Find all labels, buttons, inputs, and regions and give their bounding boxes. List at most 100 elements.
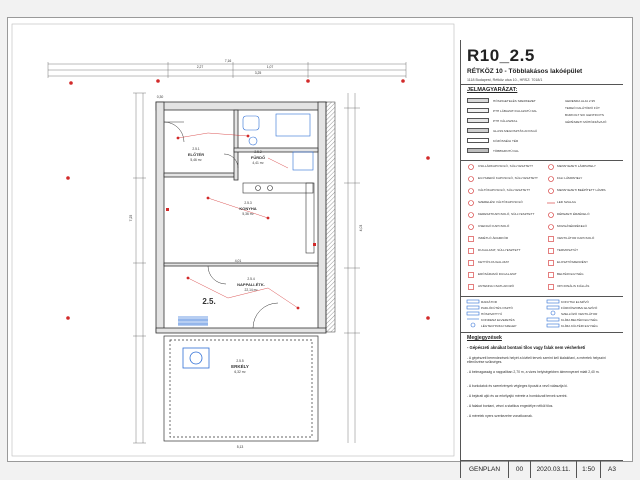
tb-company: GENPLAN xyxy=(461,461,509,478)
outer-walls xyxy=(155,101,327,334)
mech-item: KLÍMA KÜLTÉRI EGYSÉG xyxy=(561,324,598,328)
right-legend-item: GERENDA ALJA 2.95 xyxy=(565,99,595,103)
note-item: - A méretek nyers szerkezetre vonatkozna… xyxy=(467,414,533,418)
elec-item: ANTENNA CSATLAKOZÓ xyxy=(478,284,515,288)
elec-item: BELTÉRI EGYSÉG xyxy=(557,272,584,276)
balcony-ac-unit xyxy=(182,347,210,369)
dimension-texts: 7,16 2,27 1,07 3,25 4,01 7,25 4,03 5,13 … xyxy=(129,59,363,449)
swatch-partition xyxy=(467,118,489,123)
right-dimension-lines xyxy=(344,93,360,443)
material-label: PTH LÁBAZATI FALAZATÚ FAL xyxy=(493,109,538,113)
room-3-name: KONYHA xyxy=(239,206,256,211)
right-legend-item: BURKOLT SIK GENTIKOTS xyxy=(565,113,604,117)
elec-item: ELOSZTÓSZEKRÉNY xyxy=(557,260,589,264)
dim-left-height: 7,25 xyxy=(129,215,133,222)
room-labels: 2.5.1 ELŐTÉR 5,46 m² 2.5.2 FÜRDŐ 4,41 m²… xyxy=(188,147,265,374)
elec-item: LED SZALAG xyxy=(557,200,577,204)
top-dimension-lines xyxy=(47,62,407,78)
project-name: RÉTKÖZ 10 - Többlakásos lakóépület xyxy=(467,68,583,75)
material-label: HŐSZIGETELÉS SZERKEZET xyxy=(493,99,536,103)
room-4-name: NAPPALI-ÉTK. xyxy=(237,282,265,287)
room-1-name: ELŐTÉR xyxy=(188,152,204,157)
elec-item: MOZGÁSÉRZÉKELŐ xyxy=(557,224,587,228)
dim-living-width: 4,01 xyxy=(235,259,242,263)
room-2-name: FÜRDŐ xyxy=(251,155,265,160)
swatch-common xyxy=(467,138,489,143)
room-2-area: 4,41 m² xyxy=(252,161,264,165)
dim-top-b: 1,07 xyxy=(267,65,274,69)
dim-wall: 0,30 xyxy=(157,95,164,99)
mech-item: FÜRDŐSZOBAI ELSZÍVÓ xyxy=(561,306,598,310)
room-5-area: 6,32 m² xyxy=(234,370,246,374)
dim-top-total: 7,16 xyxy=(225,59,232,63)
mech-item: KLÍMA BELTÉRI EGYSÉG xyxy=(561,318,598,322)
note-item: - A bejárati ajtó és az erkélyajtó méret… xyxy=(467,394,568,398)
bearing-wall-hatch xyxy=(325,101,336,333)
door-swings xyxy=(163,121,279,329)
divider xyxy=(461,160,623,161)
material-label: GLASS MEGOSZTÁS ANYAGÚ xyxy=(493,129,538,133)
swatch-insulation xyxy=(467,98,489,103)
divider xyxy=(461,332,623,333)
material-label: KÖZÖSSÉGI TÉR xyxy=(493,139,519,143)
dim-balcony: 5,13 xyxy=(237,445,244,449)
note-item: - A burkolatok és szerelvények végleges … xyxy=(467,384,568,388)
electrical-symbols xyxy=(166,134,316,310)
swatch-multilevel xyxy=(467,148,489,153)
mech-item: PADLÓFŰTÉS OSZTÓ xyxy=(481,306,513,310)
elec-item: EGYSZERŰ KAPCSOLÓ, SÜLLYESZTETT xyxy=(478,176,538,180)
left-dimension-lines xyxy=(133,92,146,444)
swatch-pth-wall xyxy=(467,108,489,113)
elec-item: DUGALJZAT, SÜLLYESZTETT xyxy=(478,248,521,252)
room-4-area: 22,14 m² xyxy=(244,288,258,292)
room-1-area: 5,46 m² xyxy=(190,158,202,162)
elec-item: VÁLTÓKAPCSOLÓ, SÜLLYESZTETT xyxy=(478,188,530,192)
elec-item: MENNYEZETI LÁMPAHELY xyxy=(557,164,596,168)
axis-markers xyxy=(66,79,430,320)
note-item: - A falakat bontani, vésni a statikus en… xyxy=(467,404,554,408)
unit-label: 2.5. xyxy=(202,297,215,306)
elec-item: SZERELÉSI VÁLTÓKAPCSOLÓ xyxy=(478,200,523,204)
elec-item: KETTŐS DUGALJZAT xyxy=(478,260,510,264)
room-1-num: 2.5.1 xyxy=(192,147,199,151)
bathroom-fixtures xyxy=(242,113,314,171)
heat-pump-unit xyxy=(178,316,208,326)
tb-date: 2020.03.11. xyxy=(531,461,577,478)
divider xyxy=(461,84,623,85)
note-item: - A gépészeti berendezések helyét a kivi… xyxy=(467,356,606,365)
sheet-code: R10_2.5 xyxy=(467,46,535,65)
mech-item: KONDENZ ELVEZETÉS xyxy=(481,318,515,322)
right-legend-item: TEREŐ FALÁTÖRŐ FÚT xyxy=(565,106,600,110)
elec-item: OPCIONÁLIS KIÁLLÁS xyxy=(557,284,590,288)
elec-item: ISMÉTLŐ ÁRAMKÖR xyxy=(478,236,509,240)
notes-heading: Megjegyzések xyxy=(467,335,502,341)
electrical-symbols-legend xyxy=(468,164,555,290)
elec-item: FALI LÁMPAHELY xyxy=(557,176,583,180)
material-label: PTH VÁLASZFAL xyxy=(493,119,518,123)
drawing-sheet: 2.5.1 ELŐTÉR 5,46 m² 2.5.2 FÜRDŐ 4,41 m²… xyxy=(7,17,633,478)
material-label: TÖBBSZINTŰ FAL xyxy=(493,149,519,153)
title-block: GENPLAN 00 2020.03.11. 1:50 A3 xyxy=(461,460,623,478)
mech-item: KONYHAI ELSZÍVÓ xyxy=(561,300,589,304)
room-3-area: 5,36 m² xyxy=(242,212,254,216)
electrical-circuits xyxy=(177,132,299,309)
divider xyxy=(461,296,623,297)
elec-item: ERŐSÁRAMÚ DUGALJZAT xyxy=(478,272,517,276)
elec-item: TERMOSZTÁT xyxy=(557,248,578,252)
room-4-num: 2.5.4 xyxy=(247,277,254,281)
mech-item: LÉGTECHNIKAI SZELEP xyxy=(481,324,517,328)
room-2-num: 2.5.2 xyxy=(254,150,261,154)
legend-heading: JELMAGYARÁZAT: xyxy=(467,87,518,93)
mech-item: RADIÁTOR xyxy=(481,300,497,304)
room-5-num: 2.5.5 xyxy=(236,359,243,363)
project-address: 1118 Budapest, Rétköz utca 10., HRSZ: 70… xyxy=(467,78,543,82)
elec-item: DÉPEZETI ÉRZÉKELŐ xyxy=(557,212,590,216)
floor-plan: 2.5.1 ELŐTÉR 5,46 m² 2.5.2 FÜRDŐ 4,41 m²… xyxy=(11,23,455,457)
balcony-outline xyxy=(163,335,319,442)
elec-item: CSILLÁRKAPCSOLÓ, SÜLLYESZTETT xyxy=(478,164,533,168)
dim-top-a: 2,27 xyxy=(197,65,204,69)
room-5-name: ERKÉLY xyxy=(231,362,249,369)
elec-item: CSENGŐ KAPCSOLÓ xyxy=(478,224,510,228)
drawing-frame xyxy=(11,23,455,457)
right-legend-item: GÉPÉSZETI MŰHÖZZÁVAJÓ xyxy=(565,120,607,124)
